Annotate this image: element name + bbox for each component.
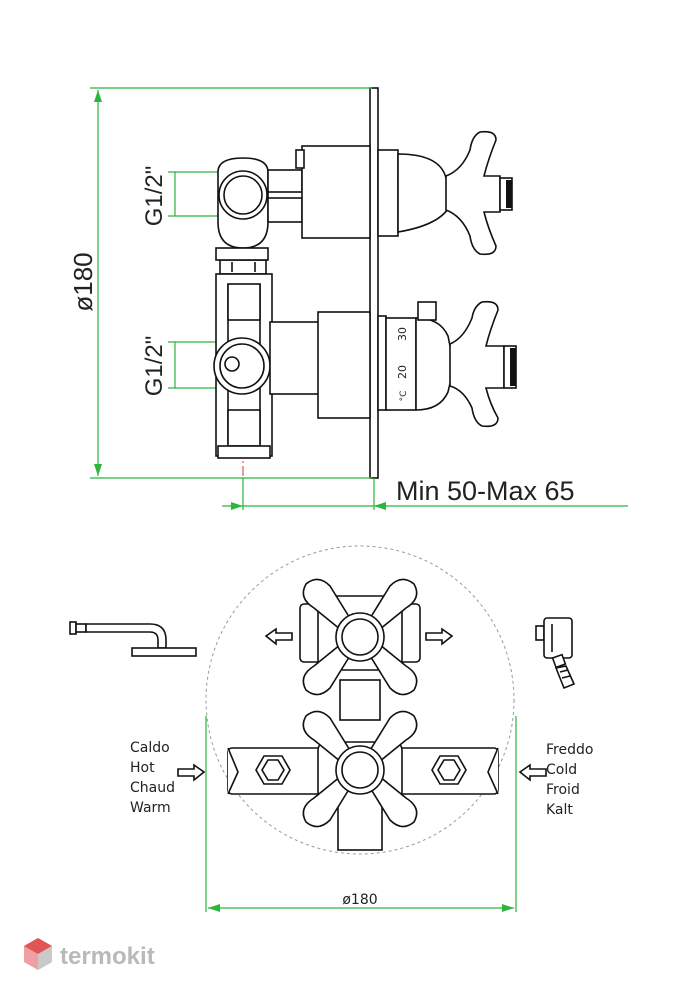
scale-30-label: 30 bbox=[396, 327, 409, 341]
arrow-icon bbox=[425, 627, 454, 646]
diverter-handle bbox=[445, 130, 513, 256]
side-view: ø180 G1/2" G1/2" bbox=[68, 87, 628, 510]
depth-dimension-label: Min 50-Max 65 bbox=[396, 476, 575, 506]
cold-inlet-labels: Freddo Cold Froid Kalt bbox=[546, 742, 593, 818]
cold-label-it: Freddo bbox=[546, 742, 593, 758]
cold-label-fr: Froid bbox=[546, 782, 580, 798]
scale-unit-label: °C bbox=[399, 391, 409, 402]
arrow-icon bbox=[264, 627, 293, 646]
height-dimension-label: ø180 bbox=[68, 252, 98, 311]
diverter-front bbox=[264, 578, 454, 696]
mixer-front bbox=[227, 710, 499, 851]
diameter-dimension-label: ø180 bbox=[342, 892, 377, 908]
hot-label-en: Hot bbox=[130, 760, 155, 776]
shower-head-icon bbox=[69, 621, 197, 657]
front-view: Caldo Hot Chaud Warm Freddo Cold Froid K… bbox=[130, 545, 593, 912]
wall-plate-outline bbox=[205, 545, 515, 855]
mixer-body bbox=[213, 273, 371, 459]
cold-label-de: Kalt bbox=[546, 802, 573, 818]
scale-20-label: 20 bbox=[396, 365, 409, 379]
hot-inlet-labels: Caldo Hot Chaud Warm bbox=[130, 740, 175, 816]
diverter-body bbox=[217, 145, 453, 275]
arrow-icon bbox=[177, 763, 206, 782]
logo-text: termokit bbox=[60, 943, 155, 970]
hot-label-it: Caldo bbox=[130, 740, 170, 756]
arrow-icon bbox=[518, 763, 547, 782]
hot-label-fr: Chaud bbox=[130, 780, 175, 796]
hot-label-de: Warm bbox=[130, 800, 171, 816]
thermostat-knob: 30 20 °C bbox=[377, 301, 455, 411]
wall-plate bbox=[369, 87, 379, 479]
thread-label-top: G1/2" bbox=[141, 166, 168, 227]
thermostat-handle bbox=[449, 300, 517, 428]
termokit-logo: termokit bbox=[24, 938, 155, 970]
thread-label-bottom: G1/2" bbox=[141, 336, 168, 397]
hand-shower-outlet-icon bbox=[535, 617, 576, 690]
cold-label-en: Cold bbox=[546, 762, 577, 778]
